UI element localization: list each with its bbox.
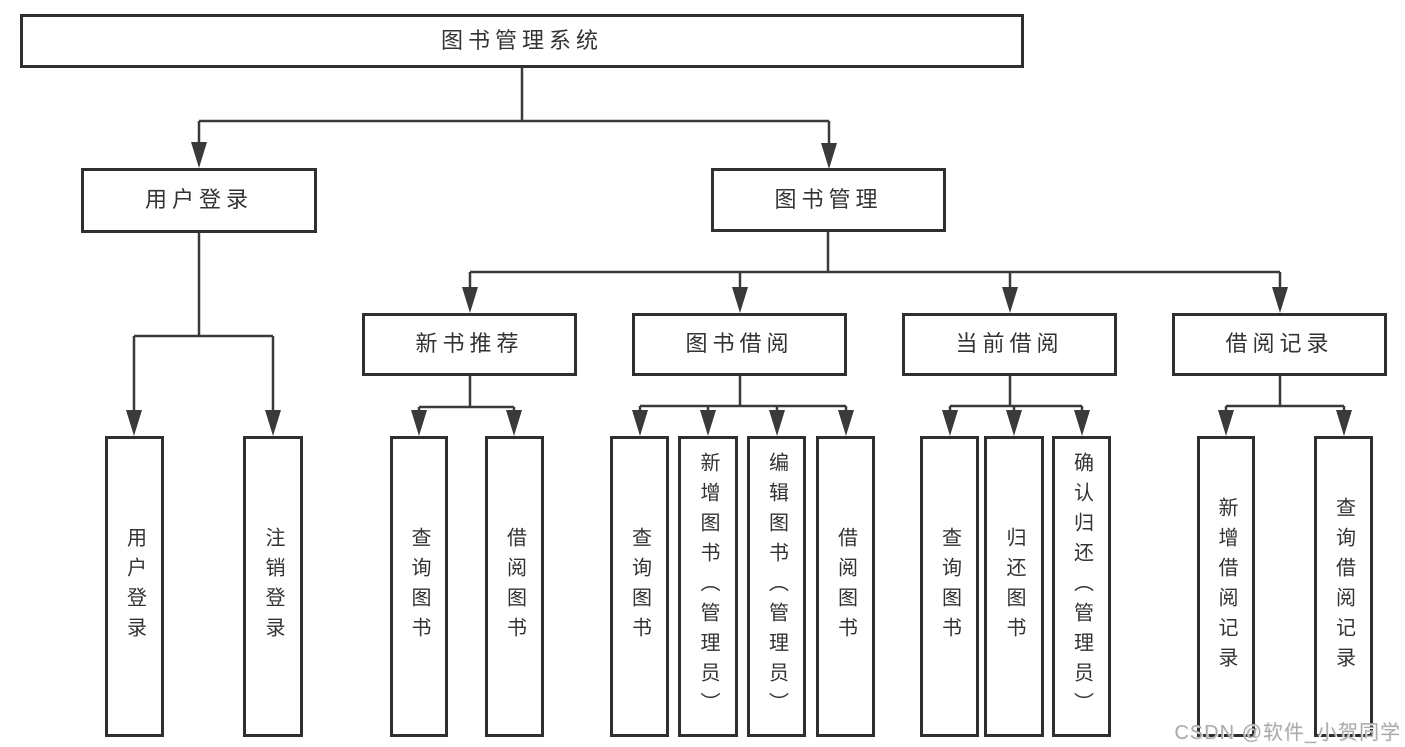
leaf-query-borrow-record: 查询借阅记录 (1314, 436, 1373, 737)
leaf-borrow-books-recommend: 借阅图书 (485, 436, 544, 737)
leaf-return-book: 归还图书 (984, 436, 1044, 737)
leaf-user-login: 用户登录 (105, 436, 164, 737)
node-new-book-recommend-label: 新书推荐 (415, 331, 524, 357)
leaf-add-book-admin: 新增图书（管理员） (678, 436, 738, 737)
leaf-borrow-books-borrowing-label: 借阅图书 (834, 526, 857, 647)
node-book-management: 图书管理 (711, 168, 946, 232)
node-library-system-label: 图书管理系统 (440, 27, 603, 53)
leaf-confirm-return-admin: 确认归还（管理员） (1052, 436, 1111, 737)
node-new-book-recommend: 新书推荐 (362, 313, 577, 376)
leaf-query-borrow-record-label: 查询借阅记录 (1332, 496, 1355, 677)
leaf-borrow-books-borrowing: 借阅图书 (816, 436, 875, 737)
node-book-borrowing: 图书借阅 (632, 313, 847, 376)
leaf-logout: 注销登录 (243, 436, 303, 737)
node-user-login: 用户登录 (81, 168, 317, 233)
leaf-confirm-return-admin-label: 确认归还（管理员） (1070, 451, 1093, 722)
leaf-edit-book-admin-label: 编辑图书（管理员） (765, 451, 788, 722)
leaf-user-login-label: 用户登录 (123, 526, 146, 647)
node-library-system: 图书管理系统 (20, 14, 1024, 68)
leaf-add-borrow-record-label: 新增借阅记录 (1215, 496, 1237, 677)
node-borrowing-records: 借阅记录 (1172, 313, 1387, 376)
leaf-query-books-current-label: 查询图书 (938, 526, 961, 647)
node-borrowing-records-label: 借阅记录 (1225, 331, 1334, 357)
leaf-edit-book-admin: 编辑图书（管理员） (747, 436, 806, 737)
leaf-logout-label: 注销登录 (262, 526, 284, 647)
node-book-management-label: 图书管理 (774, 186, 883, 212)
leaf-query-books-borrowing-label: 查询图书 (628, 526, 651, 647)
csdn-watermark: CSDN @软件_小贺同学 (1174, 722, 1401, 744)
node-current-borrowing: 当前借阅 (902, 313, 1117, 376)
leaf-query-books-recommend-label: 查询图书 (408, 526, 430, 647)
leaf-add-borrow-record: 新增借阅记录 (1197, 436, 1255, 737)
node-current-borrowing-label: 当前借阅 (955, 331, 1064, 357)
leaf-query-books-recommend: 查询图书 (390, 436, 448, 737)
node-user-login-label: 用户登录 (144, 187, 253, 213)
leaf-query-books-current: 查询图书 (920, 436, 979, 737)
leaf-borrow-books-recommend-label: 借阅图书 (503, 526, 526, 647)
leaf-return-book-label: 归还图书 (1003, 526, 1025, 647)
node-book-borrowing-label: 图书借阅 (685, 331, 794, 357)
leaf-query-books-borrowing: 查询图书 (610, 436, 669, 737)
leaf-add-book-admin-label: 新增图书（管理员） (697, 451, 719, 722)
